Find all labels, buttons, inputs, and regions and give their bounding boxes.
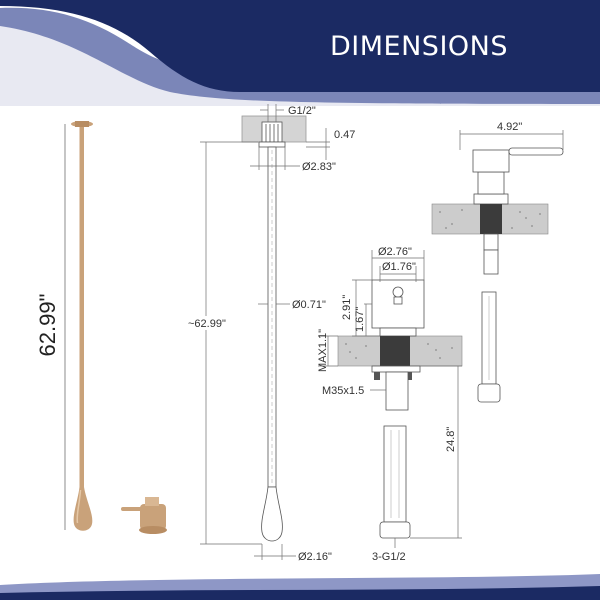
page-title: DIMENSIONS xyxy=(330,31,508,62)
mixer-side-view: 4.92" xyxy=(431,121,564,403)
inner-diameter-label: Ø1.76" xyxy=(382,261,416,273)
spout-icon xyxy=(71,121,93,531)
footer-navy-band xyxy=(0,586,600,600)
hose-length-label: 24.8" xyxy=(445,427,457,452)
inlet-label: 3-G1/2 xyxy=(372,551,406,563)
photo-height-label: 62.99" xyxy=(35,294,60,357)
footer xyxy=(0,574,600,600)
spout-length-label: ~62.99" xyxy=(188,318,226,330)
spout-base-thickness-label: 0.47 xyxy=(334,129,355,141)
outer-diameter-label: Ø2.76" xyxy=(378,246,412,258)
spout-base-diameter-label: Ø2.83" xyxy=(302,161,336,173)
spout-pipe-diameter-label: Ø0.71" xyxy=(292,299,326,311)
spout-tip-diameter-label: Ø2.16" xyxy=(298,551,332,563)
spout-thread-label: G1/2" xyxy=(288,105,316,117)
thread-size-label: M35x1.5 xyxy=(322,385,364,397)
max-counter-label: MAX1.1" xyxy=(317,329,329,372)
mixer-front-view: Ø2.76" Ø1.76" 2.91" 1.67" MAX1.1" M35x1.… xyxy=(317,246,463,563)
header: DIMENSIONS xyxy=(0,0,600,106)
product-photo: 62.99" xyxy=(35,121,167,534)
cap-height-label: 1.67" xyxy=(354,307,366,332)
header-navy-band xyxy=(0,0,600,92)
spout-drawing: G1/2" 0.47 Ø2.83" Ø0.71" ~62.99" Ø2.16" xyxy=(188,104,355,563)
header-periwinkle-wave xyxy=(0,7,600,105)
mixer-icon xyxy=(121,497,167,534)
body-height-label: 2.91" xyxy=(341,295,353,320)
handle-width-label: 4.92" xyxy=(497,121,522,133)
